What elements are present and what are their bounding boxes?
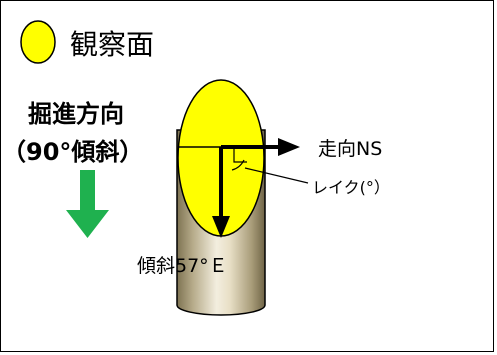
excavation-direction-title: 掘進方向 — [28, 100, 124, 128]
dip-label: 傾斜57°Ｅ — [137, 255, 228, 277]
observation-face-legend-swatch — [20, 20, 56, 64]
dip-arrowhead — [212, 216, 230, 238]
strike-label: 走向NS — [318, 138, 382, 160]
strike-arrowhead — [278, 138, 300, 156]
legend-label: 観察面 — [70, 28, 154, 61]
excavation-direction-arrow — [66, 170, 109, 238]
excavation-direction-dip: （90°傾斜） — [2, 138, 143, 166]
rake-leader-line — [244, 167, 309, 184]
rake-arc — [231, 159, 245, 171]
rake-label: レイク(°） — [312, 178, 390, 197]
